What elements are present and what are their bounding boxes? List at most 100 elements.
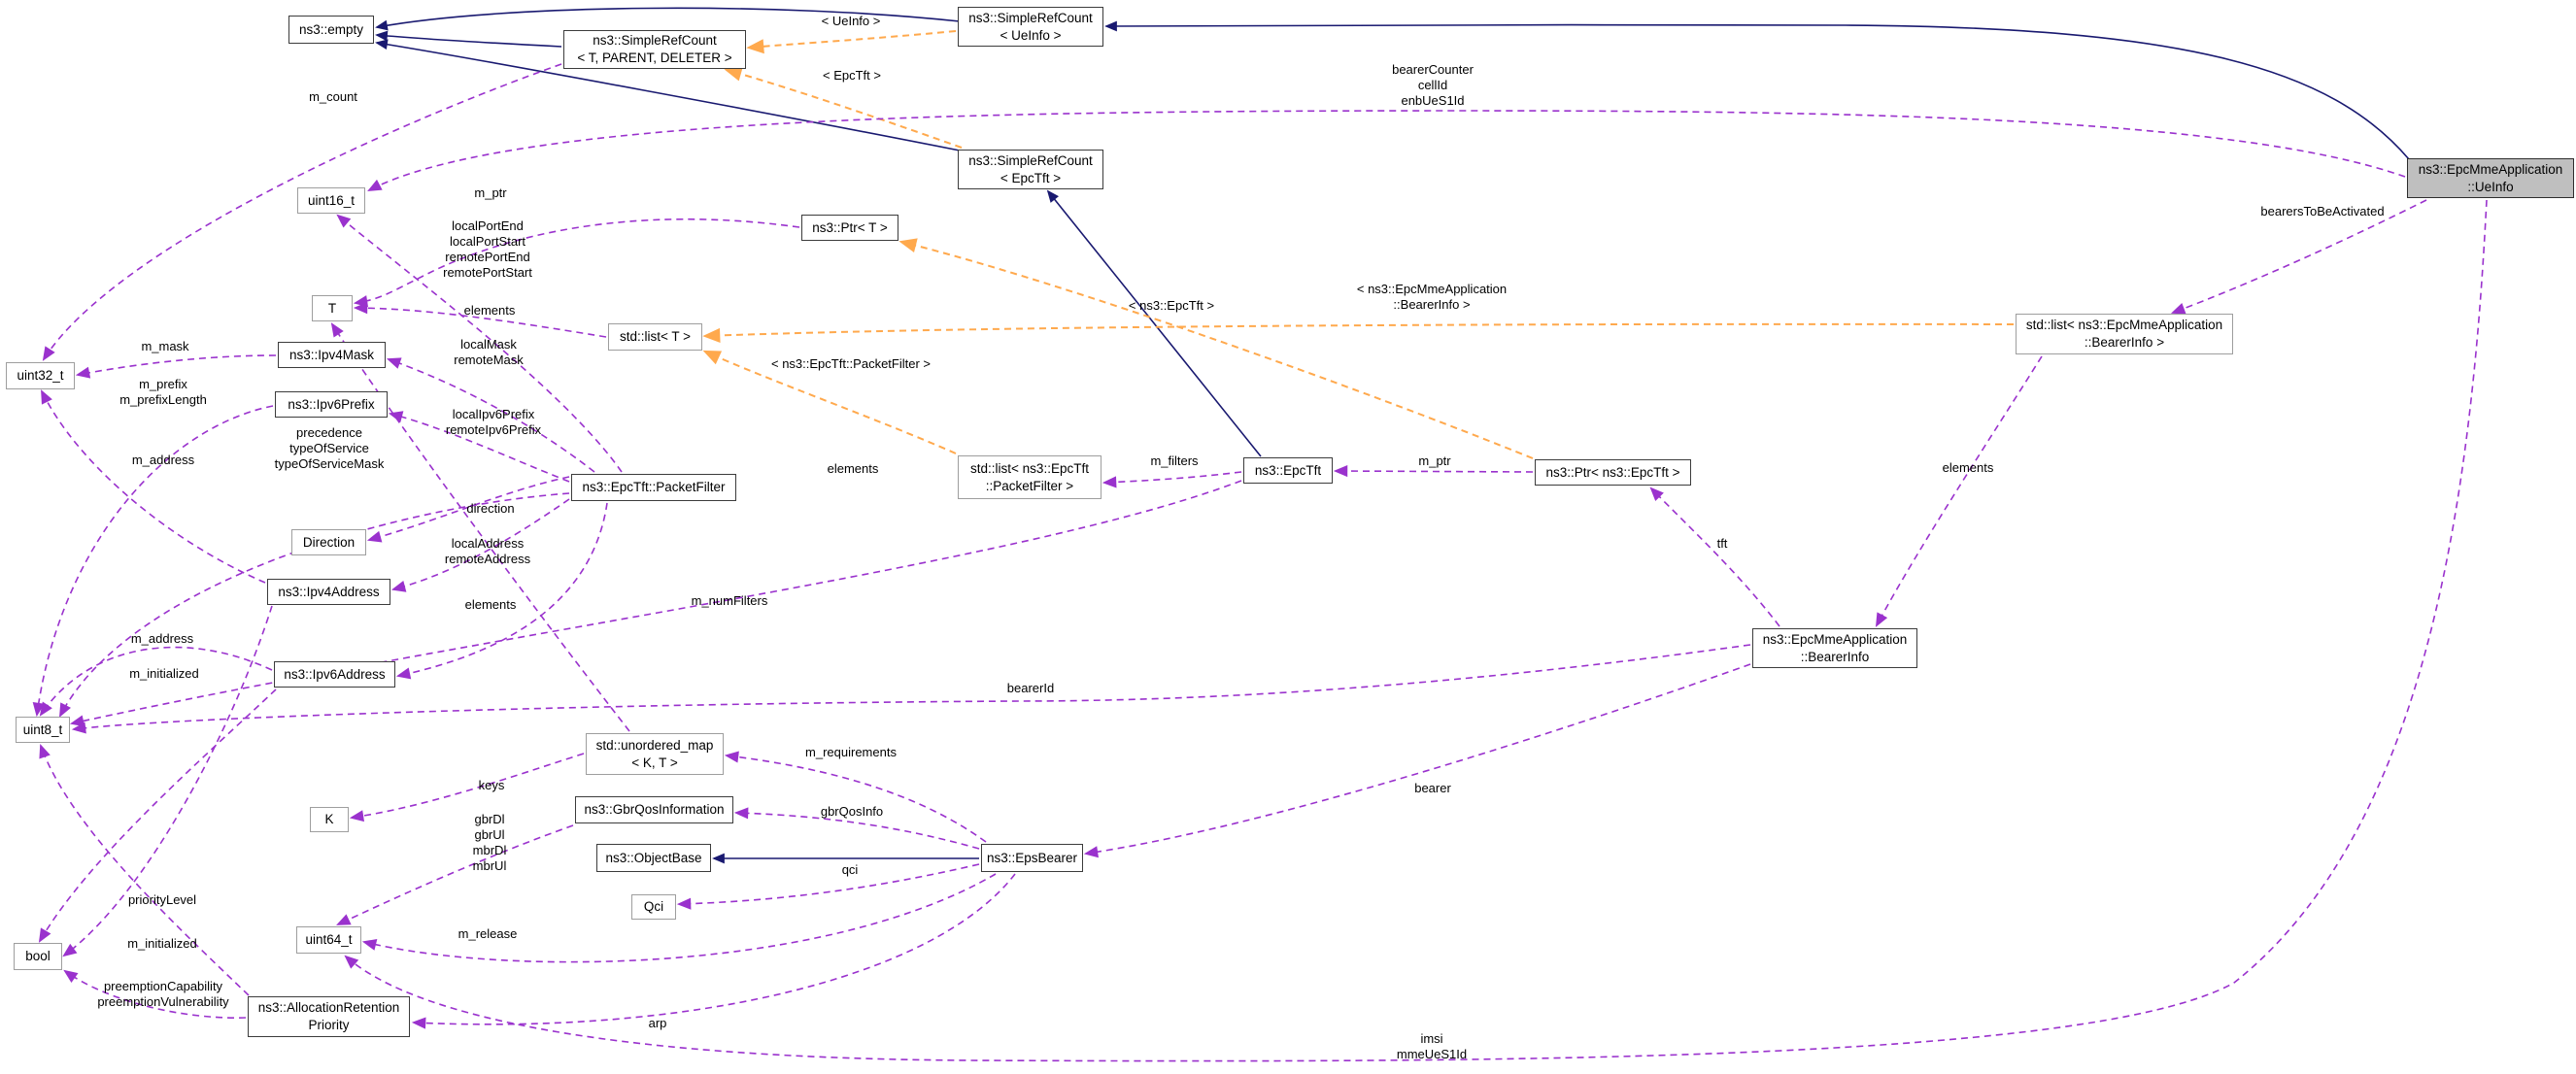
edge-epsbearer-to-uint64-t bbox=[361, 873, 997, 963]
edge-ueinfo-to-src-ueinfo bbox=[1104, 20, 2410, 160]
edge-packetfilter-to-ipv4address bbox=[390, 498, 570, 592]
edge-label-m-numfilters: m_numFilters bbox=[691, 593, 768, 608]
edge-label-m-address-ipv6: m_address bbox=[130, 631, 194, 646]
node-label: ns3::EpcTft::PacketFilter bbox=[582, 480, 726, 495]
node-ipv6address[interactable]: ns3::Ipv6Address bbox=[274, 661, 395, 688]
node-t: T bbox=[312, 295, 353, 321]
node-label: ns3::SimpleRefCount bbox=[593, 33, 717, 49]
edge-packetfilter-to-uint8-t bbox=[59, 492, 570, 718]
node-objectbase[interactable]: ns3::ObjectBase bbox=[596, 844, 711, 872]
node-label: ns3::EpcMmeApplication bbox=[2418, 161, 2563, 177]
node-ueinfo[interactable]: ns3::EpcMmeApplication::UeInfo bbox=[2407, 158, 2574, 198]
edge-label-tft: tft bbox=[1716, 536, 1728, 551]
edge-label-m-initialized-ipv6: m_initialized bbox=[129, 666, 199, 681]
edge-label-direction: direction bbox=[466, 501, 515, 516]
node-label: ns3::EpsBearer bbox=[986, 850, 1078, 865]
node-epsbearer[interactable]: ns3::EpsBearer bbox=[981, 844, 1083, 872]
edge-ipv4address-to-uint32-t bbox=[41, 389, 266, 584]
node-label: ns3::Ipv4Address bbox=[278, 584, 380, 599]
edge-ptr-t-to-t bbox=[353, 218, 800, 308]
node-uint16-t: uint16_t bbox=[297, 187, 365, 214]
node-label: uint8_t bbox=[22, 722, 63, 737]
edge-bearerinfo-to-ptr-epctft bbox=[1649, 487, 1780, 627]
node-bool: bool bbox=[14, 943, 62, 970]
edge-label-elements-list-bearerinfo: elements bbox=[1942, 460, 1994, 475]
node-uint8-t: uint8_t bbox=[16, 717, 70, 743]
edge-label-bearer: bearer bbox=[1414, 781, 1451, 795]
node-bearerinfo[interactable]: ns3::EpcMmeApplication::BearerInfo bbox=[1752, 628, 1917, 668]
edge-label-template-ns3-epctft: < ns3::EpcTft > bbox=[1128, 298, 1215, 313]
edge-label-template-epctft: < EpcTft > bbox=[823, 68, 881, 83]
node-label: ::UeInfo bbox=[2467, 179, 2514, 194]
edge-epsbearer-to-unordered-map bbox=[724, 751, 987, 843]
node-label: ns3::ObjectBase bbox=[605, 850, 702, 865]
edge-ueinfo-to-uint16-t bbox=[367, 110, 2406, 192]
edge-ptr-epctft-to-epctft bbox=[1333, 465, 1534, 478]
edge-packetfilter-to-direction bbox=[366, 476, 570, 543]
node-label: T bbox=[327, 300, 337, 316]
node-ipv4mask[interactable]: ns3::Ipv4Mask bbox=[278, 342, 386, 368]
node-label: uint32_t bbox=[17, 368, 64, 384]
edge-epctft-to-src-epctft bbox=[1046, 189, 1262, 457]
edge-label-template-ueinfo: < UeInfo > bbox=[821, 14, 881, 28]
node-epctft[interactable]: ns3::EpcTft bbox=[1243, 457, 1333, 484]
edge-ptr-epctft-to-ptr-t bbox=[898, 238, 1534, 459]
edge-label-m-mask: m_mask bbox=[141, 339, 189, 353]
edge-label-prioritylevel: priorityLevel bbox=[127, 892, 197, 907]
node-k: K bbox=[310, 807, 349, 832]
edge-gbrqosinformation-to-uint64-t bbox=[336, 824, 574, 925]
node-packetfilter[interactable]: ns3::EpcTft::PacketFilter bbox=[571, 474, 736, 501]
node-label: std::list< T > bbox=[619, 329, 692, 345]
node-ptr-t[interactable]: ns3::Ptr< T > bbox=[801, 215, 898, 241]
edge-label-arp: arp bbox=[648, 1016, 667, 1030]
node-direction: Direction bbox=[291, 529, 366, 555]
edge-packetfilter-to-ipv6address bbox=[395, 502, 608, 680]
edge-ueinfo-to-uint64-t bbox=[344, 199, 2488, 1062]
edge-label-template-bearerinfo: < ns3::EpcMmeApplication::BearerInfo > bbox=[1356, 282, 1508, 312]
node-label: uint64_t bbox=[305, 932, 353, 948]
edge-allocationretentionpriority-to-bool bbox=[63, 969, 247, 1019]
node-empty[interactable]: ns3::empty bbox=[288, 16, 374, 44]
node-label: ns3::Ipv6Address bbox=[284, 666, 386, 682]
edge-label-m-ptr-top: m_ptr bbox=[474, 185, 507, 200]
node-uint32-t: uint32_t bbox=[6, 362, 75, 389]
node-label: ns3::Ptr< ns3::EpcTft > bbox=[1545, 464, 1680, 480]
edge-label-m-initialized-ipv4: m_initialized bbox=[127, 936, 197, 951]
edge-src-epctft-to-empty bbox=[375, 39, 961, 151]
edge-src-template-to-empty bbox=[375, 30, 562, 48]
node-uint64-t: uint64_t bbox=[296, 926, 361, 954]
edge-label-m-requirements: m_requirements bbox=[805, 745, 897, 759]
edge-label-keys: keys bbox=[478, 778, 505, 792]
node-gbrqosinformation[interactable]: ns3::GbrQosInformation bbox=[575, 796, 733, 823]
edge-src-ueinfo-to-src-template bbox=[746, 30, 957, 54]
node-list-t: std::list< T > bbox=[608, 323, 702, 351]
edge-epsbearer-to-qci bbox=[676, 863, 980, 910]
node-ipv4address[interactable]: ns3::Ipv4Address bbox=[267, 579, 390, 605]
edge-ipv6address-to-uint8-t bbox=[39, 646, 273, 717]
node-list-bearerinfo: std::list< ns3::EpcMmeApplication::Beare… bbox=[2016, 314, 2233, 354]
node-label: std::list< ns3::EpcTft bbox=[970, 460, 1089, 476]
edge-src-epctft-to-src-template bbox=[724, 66, 963, 149]
node-ptr-epctft[interactable]: ns3::Ptr< ns3::EpcTft > bbox=[1535, 459, 1691, 486]
edge-src-ueinfo-to-empty bbox=[375, 7, 961, 31]
node-src-epctft[interactable]: ns3::SimpleRefCount< EpcTft > bbox=[958, 150, 1103, 189]
node-src-ueinfo[interactable]: ns3::SimpleRefCount< UeInfo > bbox=[958, 7, 1103, 47]
node-ipv6prefix[interactable]: ns3::Ipv6Prefix bbox=[275, 391, 388, 418]
edge-ipv4mask-to-uint32-t bbox=[75, 354, 277, 379]
edge-label-elements-list-t: elements bbox=[463, 303, 516, 318]
edge-label-bearerid: bearerId bbox=[1006, 681, 1055, 695]
edge-epsbearer-to-allocationretentionpriority bbox=[411, 873, 1016, 1029]
edge-packetfilter-to-ipv4mask bbox=[386, 357, 595, 473]
edge-label-m-filters: m_filters bbox=[1150, 453, 1199, 468]
node-src-template[interactable]: ns3::SimpleRefCount< T, PARENT, DELETER … bbox=[563, 30, 746, 69]
edge-epctft-to-uint8-t bbox=[69, 480, 1242, 727]
edge-label-m-address-ipv4: m_address bbox=[131, 453, 195, 467]
edge-list-t-to-t bbox=[353, 302, 607, 338]
